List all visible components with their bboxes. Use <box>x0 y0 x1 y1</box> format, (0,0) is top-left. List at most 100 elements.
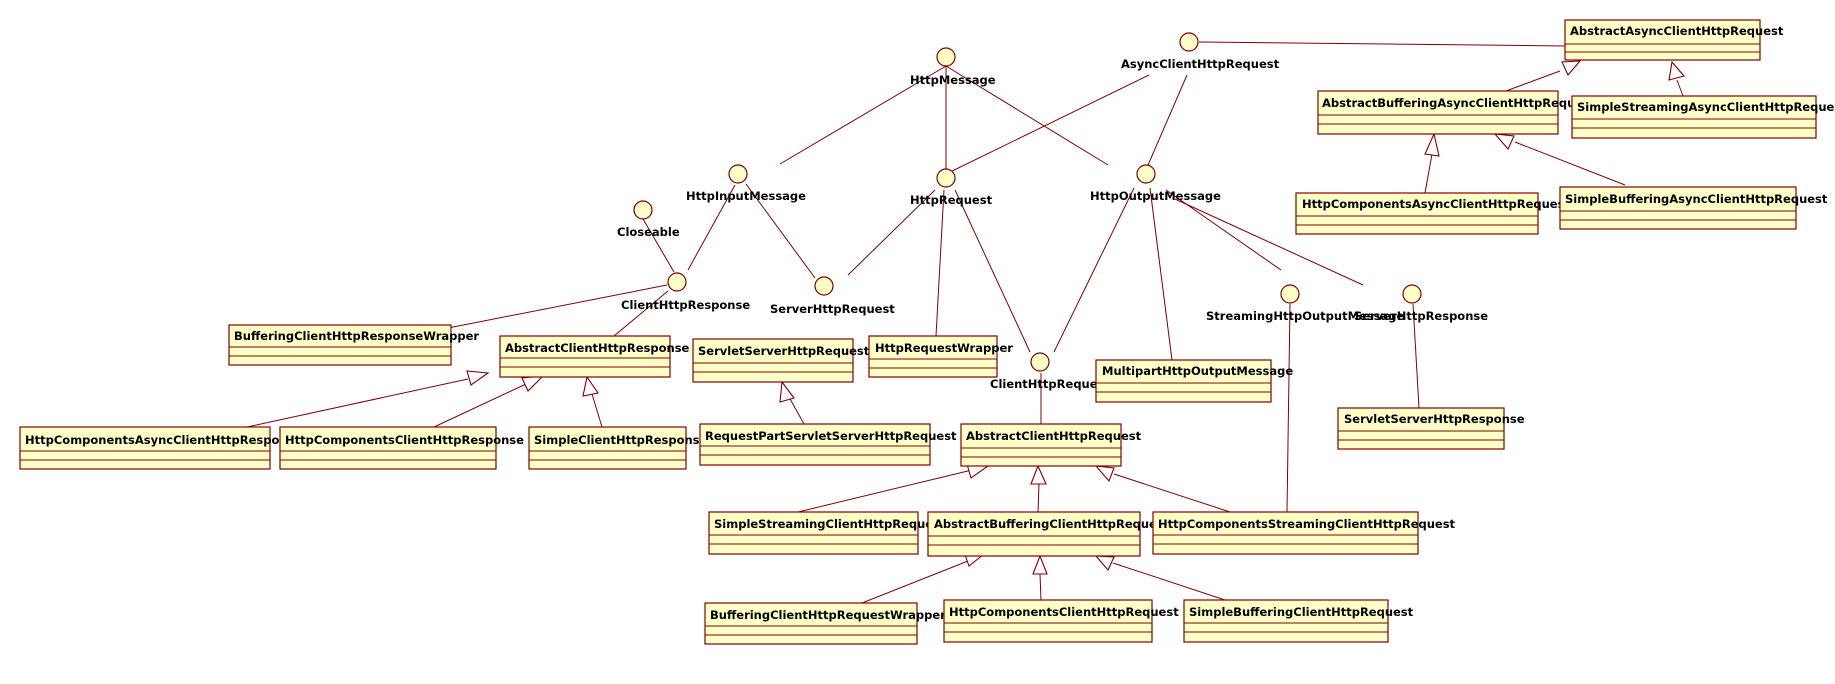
class-abstractbufferingasyncclienthttprequest: AbstractBufferingAsyncClientHttpRequest <box>1317 90 1596 135</box>
class-name: AbstractClientHttpResponse <box>505 341 690 355</box>
gen-requestpart-to-servletserverrequest <box>788 396 805 425</box>
arrowhead <box>1424 132 1440 157</box>
class-box <box>19 426 271 470</box>
class-box <box>1559 186 1797 230</box>
edge-abstractclienthttpresponse-clienthttpresponse <box>613 290 669 337</box>
class-simplebufferingasyncclienthttprequest: SimpleBufferingAsyncClientHttpRequest <box>1559 186 1828 230</box>
class-abstractbufferingclienthttprequest: AbstractBufferingClientHttpRequest <box>927 511 1170 557</box>
edge-httprequestwrapper-httprequest <box>935 189 945 337</box>
class-box <box>499 335 671 378</box>
edge-serverhttprequest-httprequest <box>847 189 936 276</box>
class-box <box>927 511 1141 557</box>
gen-simpleresponse-to-abstractresponse <box>591 393 603 428</box>
class-requestpartservletserverhttprequest: RequestPartServletServerHttpRequest <box>699 423 957 466</box>
class-abstractclienthttprequest: AbstractClientHttpRequest <box>960 423 1142 467</box>
gen-simplestreamingasync-to-abstractasync <box>1676 79 1684 97</box>
interface-label: HttpRequest <box>910 193 993 207</box>
edge-async-httprequest <box>945 74 1150 175</box>
class-simplebufferingclienthttprequest: SimpleBufferingClientHttpRequest <box>1183 599 1414 643</box>
class-box <box>1095 359 1272 403</box>
class-name: AbstractAsyncClientHttpRequest <box>1570 24 1784 38</box>
arrowhead <box>1493 133 1515 151</box>
gen-hcstreaming-to-abstractrequest <box>1113 473 1231 513</box>
gen-hcasync-to-abstractbufferingasync <box>1424 153 1433 194</box>
class-box <box>1317 90 1559 135</box>
class-box <box>228 324 452 366</box>
class-name: AbstractBufferingAsyncClientHttpRequest <box>1322 96 1596 110</box>
class-name: HttpComponentsAsyncClientHttpRequest <box>1302 197 1570 211</box>
interface-label: ServerHttpResponse <box>1354 309 1488 323</box>
class-name: SimpleClientHttpResponse <box>534 433 708 447</box>
edge-bufferingresponsewrapper-clienthttpresponse <box>447 284 668 329</box>
gen-simplestreaming-to-abstractrequest <box>797 469 973 513</box>
interface-label: StreamingHttpOutputMessage <box>1206 309 1405 323</box>
class-name: HttpComponentsStreamingClientHttpRequest <box>1158 517 1456 531</box>
interface-clienthttprequest: ClientHttpRequest <box>990 352 1110 391</box>
class-name: AbstractBufferingClientHttpRequest <box>934 517 1170 531</box>
edge-serverhttprequest-httpinputmessage <box>745 183 816 279</box>
class-box <box>960 423 1122 467</box>
edge-servletserverhttpresponse-serverhttpresponse <box>1412 303 1420 409</box>
class-httpcomponentsstreamingclienthttprequest: HttpComponentsStreamingClientHttpRequest <box>1152 511 1456 555</box>
class-box <box>1152 511 1419 555</box>
edge-hcstreaming-streamingoutput <box>1286 303 1291 513</box>
class-bufferingclienthttpresponsewrapper: BufferingClientHttpResponseWrapper <box>228 324 479 366</box>
class-simplestreamingasyncclienthttprequest: SimpleStreamingAsyncClientHttpRequest <box>1571 95 1835 139</box>
class-name: MultipartHttpOutputMessage <box>1102 364 1293 378</box>
class-box <box>692 338 854 383</box>
arrowhead <box>779 380 795 403</box>
edge-clienthttprequest-httpoutputmessage <box>1053 187 1135 353</box>
class-httpcomponentsasyncclienthttprequest: HttpComponentsAsyncClientHttpRequest <box>1295 192 1570 235</box>
arrowhead <box>1030 464 1047 485</box>
class-name: AbstractClientHttpRequest <box>966 429 1142 443</box>
class-name: SimpleBufferingClientHttpRequest <box>1189 605 1414 619</box>
interface-httpmessage: HttpMessage <box>910 47 996 87</box>
class-box <box>1337 407 1505 450</box>
class-box <box>528 426 687 470</box>
edges <box>246 41 1684 604</box>
interface-circle <box>728 164 748 184</box>
arrowhead <box>582 375 599 397</box>
edge-httpinputmessage-httpmessage <box>779 65 947 165</box>
class-name: RequestPartServletServerHttpRequest <box>705 429 957 443</box>
gen-simplebuffering-to-abstractbuffering <box>1112 562 1226 601</box>
class-httprequestwrapper: HttpRequestWrapper <box>868 335 1013 378</box>
class-box <box>1183 599 1389 643</box>
interface-clienthttpresponse: ClientHttpResponse <box>621 272 750 312</box>
class-box <box>1564 19 1761 61</box>
interface-label: ClientHttpRequest <box>990 377 1110 391</box>
interfaces: HttpMessage AsyncClientHttpRequest HttpI… <box>617 32 1488 391</box>
interface-asyncclienthttprequest: AsyncClientHttpRequest <box>1121 32 1280 71</box>
interface-circle <box>633 200 653 220</box>
gen-bufferingwrapper-to-abstractbuffering <box>861 560 969 604</box>
interface-circle <box>936 47 956 67</box>
class-name: BufferingClientHttpResponseWrapper <box>234 329 479 343</box>
interface-circle <box>936 168 956 188</box>
class-box <box>279 426 497 470</box>
interface-label: Closeable <box>617 225 680 239</box>
arrowhead <box>1561 60 1582 77</box>
interface-label: ServerHttpRequest <box>770 302 895 316</box>
class-bufferingclienthttprequestwrapper: BufferingClientHttpRequestWrapper <box>704 602 946 645</box>
interface-httpoutputmessage: HttpOutputMessage <box>1090 164 1221 203</box>
arrowhead <box>1094 555 1115 572</box>
class-multiparthttpoutputmessage: MultipartHttpOutputMessage <box>1095 359 1293 403</box>
arrowhead <box>1032 554 1048 575</box>
class-box <box>699 423 931 466</box>
class-box <box>1571 95 1817 139</box>
class-name: SimpleBufferingAsyncClientHttpRequest <box>1565 192 1828 206</box>
edge-clienthttpresponse-closeable <box>642 218 675 273</box>
interface-circle <box>667 272 687 292</box>
interface-serverhttpresponse: ServerHttpResponse <box>1354 284 1488 323</box>
interface-httprequest: HttpRequest <box>910 168 993 207</box>
edge-multipart-httpoutputmessage <box>1149 187 1173 361</box>
class-simpleclienthttpresponse: SimpleClientHttpResponse <box>528 426 708 470</box>
interface-circle <box>1136 164 1156 184</box>
interface-label: HttpInputMessage <box>686 189 806 203</box>
interface-circle <box>1402 284 1422 304</box>
edge-httpoutputmessage-httpmessage <box>945 65 1109 166</box>
class-box <box>868 335 998 378</box>
class-name: ServletServerHttpResponse <box>1344 412 1525 426</box>
class-name: BufferingClientHttpRequestWrapper <box>710 608 946 622</box>
